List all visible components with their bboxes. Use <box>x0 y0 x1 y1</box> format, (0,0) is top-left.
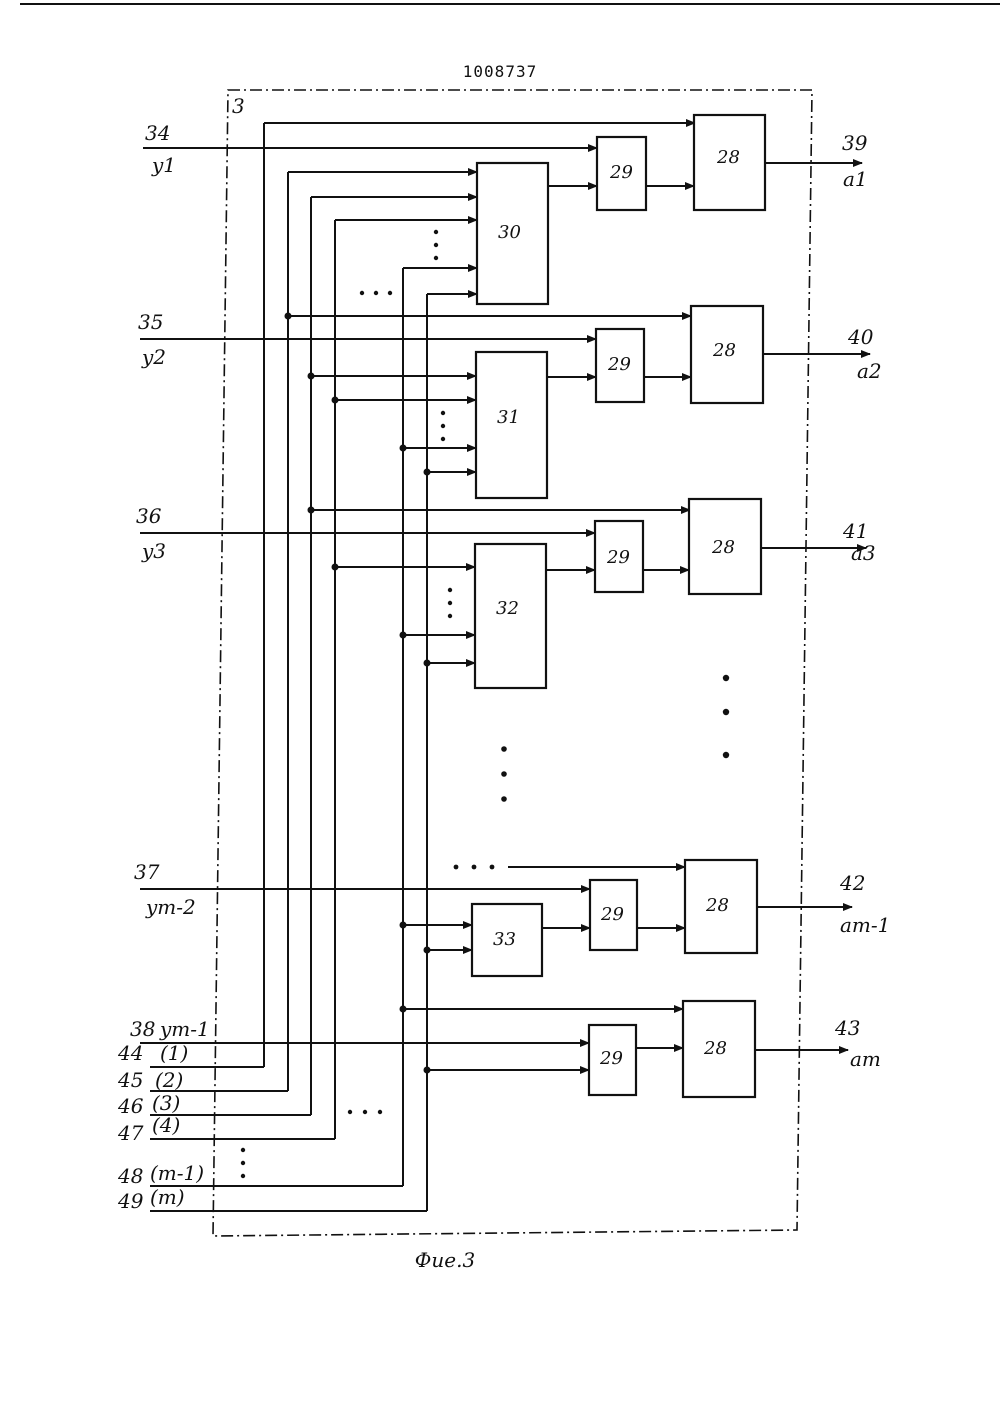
output-39-symbol: a1 <box>843 167 868 191</box>
vertical-bus-lines <box>264 123 427 1211</box>
block-31-label: 31 <box>497 407 520 428</box>
output-40-symbol: a2 <box>857 359 882 383</box>
output-43-symbol: am <box>850 1047 881 1071</box>
output-labels: 39 a1 40 a2 41 a3 42 am-1 43 am <box>834 131 890 1071</box>
block-30-label: 30 <box>498 222 521 243</box>
block-28-label: 28 <box>716 147 740 168</box>
block-29-label: 29 <box>607 354 631 375</box>
control-45-number: 45 <box>117 1068 143 1092</box>
control-48-number: 48 <box>117 1164 143 1188</box>
row-m: 29 28 <box>140 1001 848 1097</box>
input-35-symbol: y2 <box>141 345 166 369</box>
output-39-number: 39 <box>842 131 868 155</box>
input-labels: 34 y1 35 y2 36 y3 37 ym-2 38 ym-1 <box>130 121 210 1041</box>
control-49-symbol: (m) <box>150 1185 185 1209</box>
block-28-label: 28 <box>703 1038 727 1059</box>
row-m-1: 33 29 28 <box>140 860 852 976</box>
output-42-symbol: am-1 <box>840 913 890 937</box>
row-2: 31 29 28 <box>140 306 870 498</box>
block-28-label: 28 <box>711 537 735 558</box>
block-29-label: 29 <box>600 904 624 925</box>
output-43-number: 43 <box>834 1016 860 1040</box>
block-29-label: 29 <box>599 1048 623 1069</box>
control-46-number: 46 <box>117 1094 144 1118</box>
block-28-label: 28 <box>705 895 729 916</box>
control-48-symbol: (m-1) <box>150 1161 204 1185</box>
input-38-symbol: ym-1 <box>159 1017 210 1041</box>
block-29-label: 29 <box>606 547 630 568</box>
input-36-number: 36 <box>136 504 162 528</box>
block-32-label: 32 <box>496 598 519 619</box>
input-34-symbol: y1 <box>151 153 176 177</box>
input-38-number: 38 <box>130 1017 155 1041</box>
control-49-number: 49 <box>117 1189 144 1213</box>
control-45-symbol: (2) <box>155 1068 183 1092</box>
row-3: 32 29 28 <box>140 499 866 688</box>
output-41-symbol: a3 <box>851 541 876 565</box>
input-37-symbol: ym-2 <box>145 895 196 919</box>
block-29-label: 29 <box>609 162 633 183</box>
block-28-label: 28 <box>712 340 736 361</box>
input-36-symbol: y3 <box>141 539 166 563</box>
control-44-number: 44 <box>117 1041 143 1065</box>
control-47-number: 47 <box>117 1121 144 1145</box>
control-44-symbol: (1) <box>160 1041 188 1065</box>
block-33-label: 33 <box>493 929 516 950</box>
input-35-number: 35 <box>138 310 163 334</box>
input-37-number: 37 <box>134 860 160 884</box>
junction-dots <box>285 313 431 1074</box>
input-34-number: 34 <box>145 121 170 145</box>
output-42-number: 42 <box>839 871 865 895</box>
row-1: 30 29 28 <box>143 115 862 304</box>
control-47-symbol: (4) <box>152 1113 180 1137</box>
control-46-symbol: (3) <box>152 1091 180 1115</box>
figure-caption: Фие.3 <box>400 1248 490 1272</box>
output-40-number: 40 <box>847 325 874 349</box>
output-41-number: 41 <box>842 519 868 543</box>
frame-label: 3 <box>232 94 245 118</box>
